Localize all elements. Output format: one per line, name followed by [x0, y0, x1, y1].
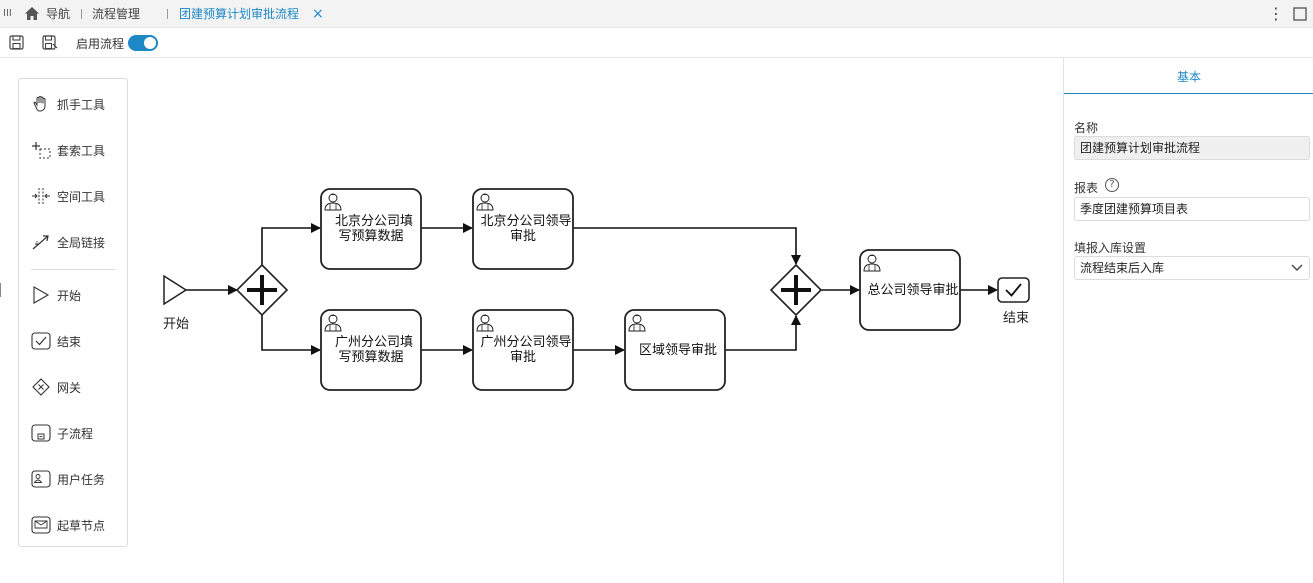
tab-separator	[81, 9, 82, 19]
parallel-gateway-split[interactable]	[235, 263, 289, 317]
name-label: 名称	[1074, 121, 1099, 135]
gateway-icon	[32, 378, 50, 396]
user-task-icon	[31, 470, 51, 488]
task-hq-approve-line1: 总公司领导审批	[867, 283, 958, 298]
flow-bj-approve-to-join[interactable]	[573, 227, 801, 265]
menu-toggle-icon[interactable]: III	[3, 8, 12, 19]
home-icon[interactable]	[24, 6, 40, 21]
storage-setting-label: 填报入库设置	[1074, 241, 1147, 255]
storage-setting-select[interactable]: 流程结束后入库	[1074, 256, 1310, 280]
enable-process-toggle[interactable]	[128, 35, 158, 51]
task-gz-approve[interactable]: 广州分公司领导 审批	[472, 309, 574, 391]
flow-split-to-bj-fill[interactable]	[261, 223, 321, 265]
report-label: 报表	[1074, 181, 1099, 195]
palette-label: 网关	[57, 381, 82, 395]
properties-panel: 基本 名称 团建预算计划审批流程 报表 ? 季度团建预算项目表 填报入库设置 流…	[1063, 58, 1313, 583]
tab-basic[interactable]: 基本	[1064, 58, 1313, 94]
tab-process-management[interactable]: 流程管理	[92, 7, 141, 21]
task-gz-fill-line2: 写预算数据	[338, 350, 403, 365]
task-region-approve-line1: 区域领导审批	[639, 343, 717, 358]
task-bj-fill-line1: 北京分公司填	[335, 214, 413, 229]
storage-setting-value: 流程结束后入库	[1080, 261, 1165, 275]
palette-divider	[31, 269, 115, 270]
flow-region-to-join[interactable]	[725, 315, 801, 351]
palette-item-hand-tool[interactable]: 抓手工具	[19, 91, 127, 117]
palette-item-lasso-tool[interactable]: 套索工具	[19, 137, 127, 163]
task-bj-approve-line1: 北京分公司领导	[480, 214, 571, 229]
start-event-icon	[33, 286, 50, 304]
subprocess-icon	[31, 424, 51, 442]
maximize-icon[interactable]	[1293, 7, 1307, 21]
tab-separator	[167, 9, 168, 19]
task-bj-approve[interactable]: 北京分公司领导 审批	[472, 188, 574, 270]
palette-label: 套索工具	[57, 144, 106, 158]
task-gz-approve-line1: 广州分公司领导	[480, 335, 571, 350]
palette-label: 结束	[57, 335, 82, 349]
tab-navigation[interactable]: 导航	[46, 7, 71, 21]
palette-label: 抓手工具	[57, 98, 106, 112]
tab-close-icon[interactable]: ×	[312, 6, 324, 22]
bpmn-diagram[interactable]: 开始 北京分公司填 写预算数据 北京分公司领导 审批 广州分公司填 写预算数据	[0, 58, 1063, 583]
parallel-gateway-join[interactable]	[769, 263, 823, 317]
palette-item-end[interactable]: 结束	[19, 328, 127, 354]
connect-icon	[32, 235, 49, 250]
task-region-approve[interactable]: 区域领导审批	[624, 309, 726, 391]
tool-palette: 抓手工具 套索工具 空间工具 全局链接	[18, 78, 128, 547]
flow-split-to-gz-fill[interactable]	[261, 315, 321, 355]
palette-label: 开始	[57, 289, 82, 303]
canvas-edge-marker	[0, 283, 1, 297]
toolbar: 启用流程	[0, 28, 1313, 58]
palette-label: 空间工具	[57, 190, 106, 204]
task-bj-fill[interactable]: 北京分公司填 写预算数据	[320, 188, 422, 270]
name-field[interactable]: 团建预算计划审批流程	[1074, 136, 1310, 160]
report-field[interactable]: 季度团建预算项目表	[1074, 197, 1310, 221]
help-icon[interactable]: ?	[1105, 178, 1119, 192]
palette-label: 全局链接	[57, 236, 106, 250]
tab-active-process[interactable]: 团建预算计划审批流程	[179, 7, 300, 21]
palette-item-global-connect[interactable]: 全局链接	[19, 229, 127, 255]
start-event-label: 开始	[163, 317, 189, 332]
hand-icon	[33, 96, 46, 112]
diagram-canvas[interactable]: 抓手工具 套索工具 空间工具 全局链接	[0, 58, 1063, 583]
task-gz-fill[interactable]: 广州分公司填 写预算数据	[320, 309, 422, 391]
chevron-down-icon	[1291, 264, 1303, 271]
task-bj-approve-line2: 审批	[510, 229, 536, 244]
start-event[interactable]	[163, 274, 188, 306]
lasso-icon	[32, 142, 51, 159]
palette-label: 起草节点	[57, 519, 106, 533]
save-icon[interactable]	[9, 35, 24, 50]
palette-item-subprocess[interactable]: 子流程	[19, 420, 127, 446]
task-bj-fill-line2: 写预算数据	[338, 229, 403, 244]
palette-item-gateway[interactable]: 网关	[19, 374, 127, 400]
task-hq-approve[interactable]: 总公司领导审批	[859, 249, 961, 331]
task-gz-approve-line2: 审批	[510, 350, 536, 365]
palette-item-space-tool[interactable]: 空间工具	[19, 183, 127, 209]
save-as-icon[interactable]	[42, 35, 58, 50]
palette-label: 用户任务	[57, 473, 106, 487]
end-event-icon	[31, 332, 51, 350]
enable-process-label: 启用流程	[76, 37, 125, 51]
task-gz-fill-line1: 广州分公司填	[335, 335, 413, 350]
end-event[interactable]	[997, 277, 1030, 303]
tab-basic-label: 基本	[1176, 70, 1201, 84]
palette-item-start[interactable]: 开始	[19, 282, 127, 308]
space-icon	[32, 188, 50, 204]
draft-node-icon	[31, 516, 51, 534]
end-event-label: 结束	[1003, 311, 1029, 326]
palette-item-user-task[interactable]: 用户任务	[19, 466, 127, 492]
more-options-icon[interactable]: ⋮	[1268, 4, 1284, 23]
palette-label: 子流程	[57, 427, 94, 441]
tab-bar: III 导航 流程管理 团建预算计划审批流程 × ⋮	[0, 0, 1313, 28]
palette-item-draft-node[interactable]: 起草节点	[19, 512, 127, 538]
